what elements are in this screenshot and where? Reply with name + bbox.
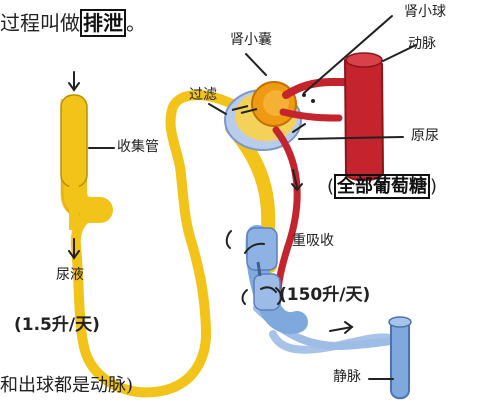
label-shou-ji-guan: 收集管 [117,139,159,155]
label-guo-lv: 过滤 [189,87,217,103]
glucose-annotation: (全部葡萄糖) [327,174,438,199]
volume-150-annotation: (150升/天) [279,285,371,305]
artery [343,52,385,182]
reabsorption-area [245,225,308,335]
volume-1-5-annotation: (1.5升/天) [14,315,100,335]
filtration-markers [231,93,315,277]
label-yuan-niao: 原尿 [411,128,439,144]
top-heading: 过程叫做排泄。 [0,9,146,37]
label-shen-xiao-qiu: 肾小球 [404,4,446,20]
label-dong-mai: 动脉 [408,36,436,52]
heading-suffix: 。 [126,11,146,35]
heading-prefix: 过程叫做 [0,11,80,35]
label-jing-mai: 静脉 [333,369,361,385]
bottom-note: 和出球都是动脉) [0,375,134,396]
arrows-and-leaders [68,15,417,380]
label-shen-xiao-nang: 肾小囊 [230,32,272,48]
vein [388,316,412,400]
label-niao-ye: 尿液 [56,267,84,283]
glucose-boxed-text: 全部葡萄糖 [334,174,431,199]
label-chong-xi-shou: 重吸收 [292,233,334,249]
heading-boxed-term: 排泄 [80,9,126,37]
glucose-open-paren: ( [327,176,335,197]
glucose-close-paren: ) [430,176,438,197]
